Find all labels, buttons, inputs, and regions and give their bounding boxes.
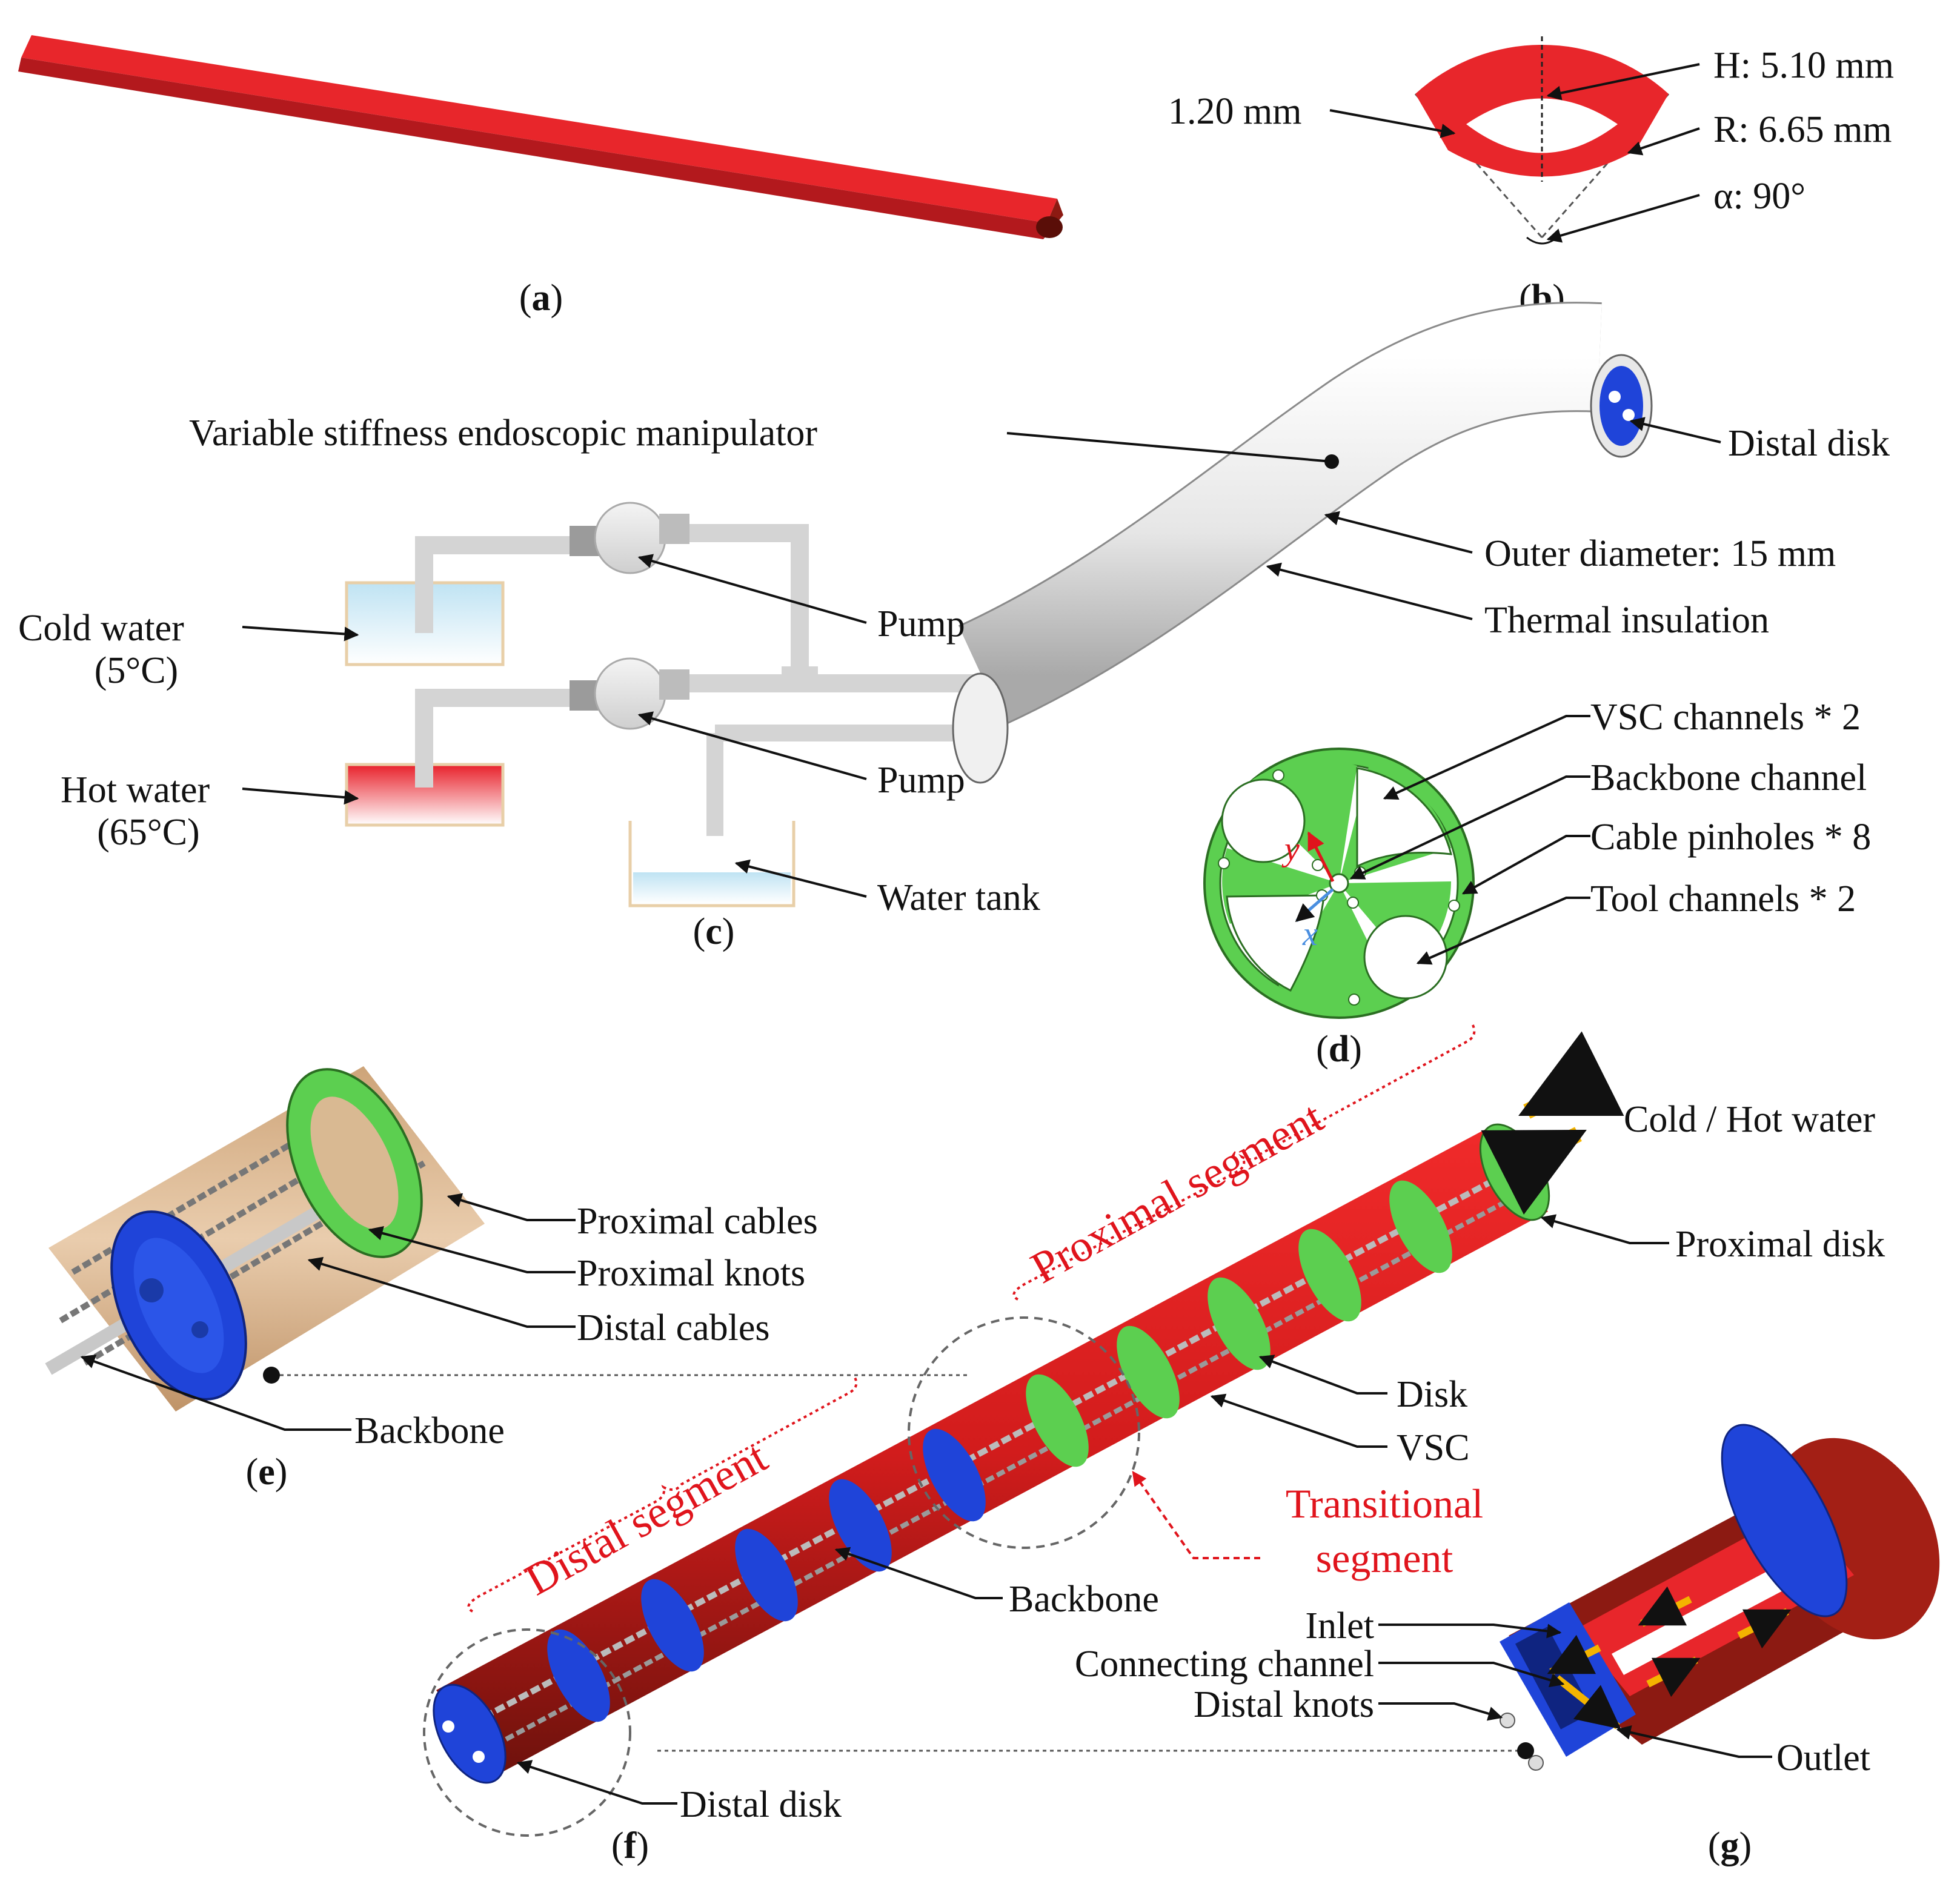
label-vsc-channels: VSC channels * 2 bbox=[1590, 697, 1861, 738]
flow-arrows bbox=[1481, 1031, 1624, 1215]
label-proximal-cables: Proximal cables bbox=[577, 1201, 818, 1242]
label-pump-top: Pump bbox=[877, 603, 965, 645]
label-hot-water: Hot water bbox=[61, 769, 210, 811]
label-outer-diameter: Outer diameter: 15 mm bbox=[1484, 533, 1836, 574]
label-transitional-1: Transitional bbox=[1286, 1481, 1483, 1527]
manipulator-tube bbox=[952, 302, 1653, 784]
label-distal-disk-f: Distal disk bbox=[680, 1784, 842, 1825]
label-cold-temp: (5°C) bbox=[95, 650, 178, 691]
transitional-closeup bbox=[45, 1066, 485, 1411]
label-axis-y: y bbox=[1281, 831, 1300, 868]
panel-a: (a) bbox=[18, 35, 1063, 319]
label-axis-x: x bbox=[1302, 915, 1318, 953]
caption-g: (g) bbox=[1708, 1825, 1752, 1866]
label-angle: α: 90° bbox=[1713, 176, 1806, 217]
panel-b: 1.20 mm H: 5.10 mm R: 6.65 mm α: 90° (b) bbox=[1168, 36, 1894, 319]
vsc-cross-section bbox=[1414, 36, 1670, 245]
water-pipes bbox=[415, 524, 988, 836]
label-height: H: 5.10 mm bbox=[1713, 45, 1894, 86]
label-transitional-2: segment bbox=[1316, 1535, 1453, 1581]
panel-d: y x VSC channels * 2 Backbone channel Ca… bbox=[1203, 697, 1871, 1070]
label-vsc: VSC bbox=[1397, 1427, 1470, 1468]
segment-brackets bbox=[467, 1023, 1476, 1613]
caption-f: (f) bbox=[611, 1825, 649, 1866]
label-thickness: 1.20 mm bbox=[1168, 91, 1301, 132]
dashed-circles bbox=[423, 1316, 1140, 1837]
label-cold-hot-water: Cold / Hot water bbox=[1624, 1099, 1875, 1140]
caption-c: (c) bbox=[693, 911, 735, 952]
label-pump-bottom: Pump bbox=[877, 760, 965, 801]
label-cold-water: Cold water bbox=[18, 608, 184, 649]
vsc-tube-3d bbox=[18, 35, 1063, 239]
label-connecting-channel: Connecting channel bbox=[1075, 1644, 1374, 1685]
label-disk: Disk bbox=[1397, 1374, 1467, 1415]
label-cable-pinholes: Cable pinholes * 8 bbox=[1590, 817, 1871, 858]
label-distal-disk-c: Distal disk bbox=[1728, 423, 1890, 464]
pump-top bbox=[570, 502, 689, 574]
label-water-tank: Water tank bbox=[877, 877, 1040, 918]
label-backbone-e: Backbone bbox=[354, 1410, 505, 1451]
label-hot-temp: (65°C) bbox=[97, 812, 199, 853]
label-manipulator: Variable stiffness endoscopic manipulato… bbox=[189, 413, 817, 454]
label-radius: R: 6.65 mm bbox=[1713, 109, 1892, 150]
disks-distal bbox=[433, 1428, 986, 1784]
label-outlet: Outlet bbox=[1776, 1737, 1870, 1779]
label-thermal-insulation: Thermal insulation bbox=[1484, 600, 1769, 641]
caption-a: (a) bbox=[519, 277, 563, 319]
disk-cross-section bbox=[1203, 748, 1475, 1019]
label-proximal-knots: Proximal knots bbox=[577, 1253, 805, 1294]
label-inlet: Inlet bbox=[1305, 1605, 1374, 1647]
label-distal-knots: Distal knots bbox=[1194, 1684, 1374, 1725]
label-proximal-disk: Proximal disk bbox=[1675, 1224, 1885, 1265]
caption-d: (d) bbox=[1316, 1029, 1362, 1070]
panel-g: Inlet Connecting channel Distal knots Ou… bbox=[657, 1424, 1940, 1866]
panel-c: Variable stiffness endoscopic manipulato… bbox=[18, 302, 1890, 952]
panel-e: Proximal cables Proximal knots Distal ca… bbox=[45, 1066, 969, 1493]
label-backbone-channel: Backbone channel bbox=[1590, 757, 1867, 798]
distal-closeup bbox=[1500, 1424, 1940, 1771]
water-tanks bbox=[345, 581, 796, 907]
pump-bottom bbox=[570, 657, 689, 730]
label-tool-channels: Tool channels * 2 bbox=[1590, 878, 1856, 920]
caption-e: (e) bbox=[246, 1451, 288, 1493]
label-distal-cables: Distal cables bbox=[577, 1307, 770, 1348]
label-backbone-f: Backbone bbox=[1009, 1579, 1159, 1620]
